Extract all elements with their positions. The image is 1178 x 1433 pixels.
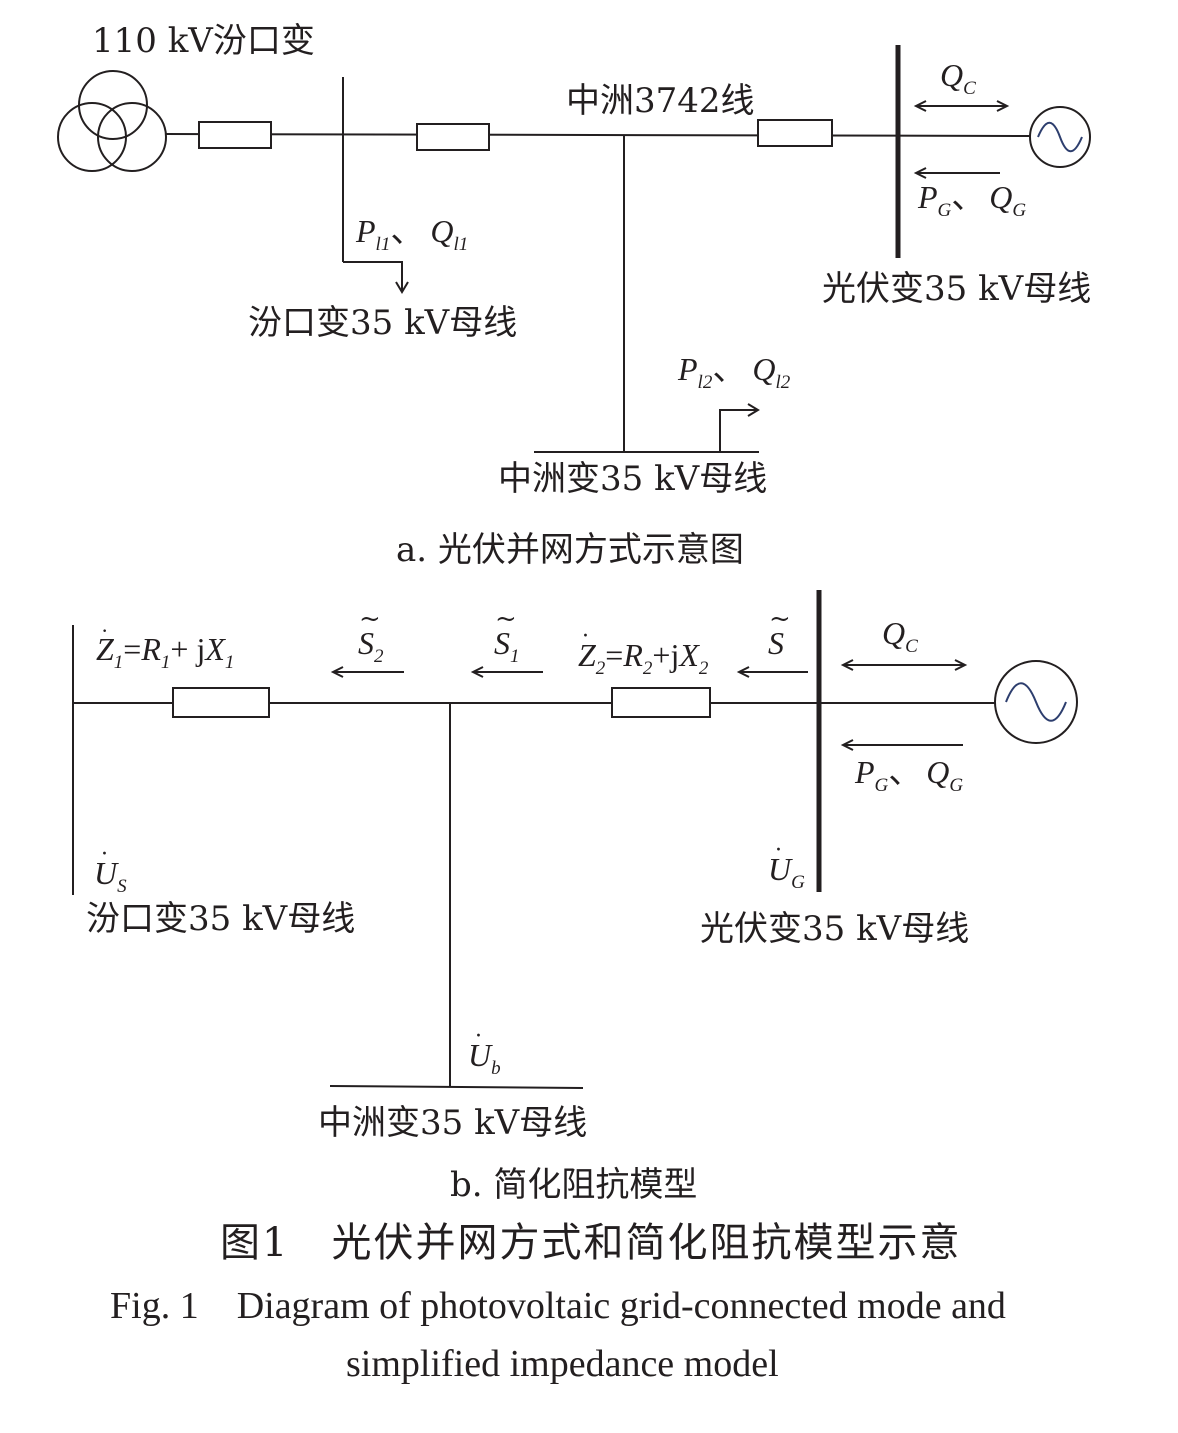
svg-text:Z1=R1+ jX1: Z1=R1+ jX1 xyxy=(96,631,234,673)
pv-bus-label-a: 光伏变35 kV母线 xyxy=(822,269,1091,309)
svg-text:UG: UG xyxy=(768,851,805,893)
z2-label: Z2=R2+jX2 xyxy=(578,637,709,679)
svg-text:S1: S1 xyxy=(494,625,520,667)
svg-text:~: ~ xyxy=(495,604,517,634)
s1-arrow-head xyxy=(470,666,484,678)
figure-title-en-line2: simplified impedance model xyxy=(346,1343,779,1385)
line-impedance-2 xyxy=(416,123,490,151)
svg-text:~: ~ xyxy=(359,604,381,634)
s2-arrow-head xyxy=(330,666,344,678)
svg-text:Ub: Ub xyxy=(468,1037,501,1079)
zhongzhou-bus-label-a: 中洲变35 kV母线 xyxy=(498,459,767,499)
diagram-a: 110 kV汾口变 Pl1、Ql1 汾口变35 kV母线 中洲3742线 Pl2… xyxy=(57,21,1091,570)
fenkou-bus-label-b: 汾口变35 kV母线 xyxy=(86,899,355,939)
load-2-label: Pl2、Ql2 xyxy=(677,351,791,393)
line-impedance-1 xyxy=(198,121,272,149)
impedance-z1 xyxy=(172,687,270,718)
svg-text:Pl2、Ql2: Pl2、Ql2 xyxy=(677,351,791,393)
load-1-label: Pl1、Ql1 xyxy=(355,213,468,255)
zhongzhou-bus-bar-b xyxy=(329,1085,584,1089)
qc-arrow-b-right-head xyxy=(954,659,968,671)
sine-wave-icon xyxy=(1037,121,1083,153)
pg-qg-label-a: PG、QG xyxy=(917,179,1026,221)
load-arrow-1 xyxy=(343,261,403,290)
qc-label-b: QC xyxy=(882,615,918,657)
zhongzhou-bus-label-b: 中洲变35 kV母线 xyxy=(318,1103,587,1143)
z1-label: Z1=R1+ jX1 xyxy=(96,631,234,673)
z1-dot: · xyxy=(101,618,108,643)
caption-a: a. 光伏并网方式示意图 xyxy=(396,530,744,570)
svg-text:S2: S2 xyxy=(358,625,384,667)
feeder-line-label: 中洲3742线 xyxy=(566,81,755,121)
transformer-label: 110 kV汾口变 xyxy=(92,21,315,61)
transformer-110kv-symbol xyxy=(57,70,167,172)
load-arrow-2-head xyxy=(747,403,760,417)
svg-text:QC: QC xyxy=(940,57,976,99)
pv-bus-label-b: 光伏变35 kV母线 xyxy=(700,909,969,949)
svg-text:S: S xyxy=(768,625,784,661)
s-arrow-head xyxy=(736,666,750,678)
us-label: US · xyxy=(94,842,127,897)
fenkou-bus-label-a: 汾口变35 kV母线 xyxy=(248,303,517,343)
ug-label: UG · xyxy=(768,838,805,893)
svg-text:·: · xyxy=(475,1024,482,1049)
ub-label: Ub · xyxy=(468,1024,501,1079)
svg-text:QC: QC xyxy=(882,615,918,657)
caption-b: b. 简化阻抗模型 xyxy=(450,1165,697,1205)
s-label: S ~ xyxy=(768,604,791,661)
line-impedance-3 xyxy=(757,119,833,147)
qc-arrow-b-left-head xyxy=(840,659,854,671)
figure-title-cn: 图1 光伏并网方式和简化阻抗模型示意 xyxy=(220,1220,961,1266)
svg-text:Z2=R2+jX2: Z2=R2+jX2 xyxy=(578,637,709,679)
main-feeder-line xyxy=(165,133,1031,137)
qc-arrow-right-head xyxy=(996,100,1010,112)
pg-qg-arrow-head xyxy=(913,167,927,179)
diagram-b: Z1=R1+ jX1 · S2 ~ S1 ~ Z2=R2+jX2 · S ~ xyxy=(72,590,1078,1205)
figure-title-en-line1: Fig. 1 Diagram of photovoltaic grid-conn… xyxy=(110,1285,1006,1327)
svg-text:Pl1、Ql1: Pl1、Ql1 xyxy=(355,213,468,255)
load-arrow-2 xyxy=(719,409,756,452)
z2-dot: · xyxy=(582,624,589,649)
pg-qg-label-b: PG、QG xyxy=(854,754,963,796)
impedance-z2 xyxy=(611,687,711,718)
pg-qg-arrow-b-head xyxy=(840,739,854,751)
qc-arrow-left-head xyxy=(913,100,927,112)
qc-label-a: QC xyxy=(940,57,976,99)
load-arrow-1-head xyxy=(395,281,409,294)
svg-text:·: · xyxy=(775,838,782,863)
svg-text:US: US xyxy=(94,855,127,897)
s2-label: S2 ~ xyxy=(358,604,384,667)
sine-wave-icon-b xyxy=(1005,682,1067,722)
svg-text:PG、QG: PG、QG xyxy=(854,754,963,796)
svg-text:·: · xyxy=(101,842,108,867)
svg-text:PG、QG: PG、QG xyxy=(917,179,1026,221)
pv-generator-icon xyxy=(1029,106,1091,168)
svg-text:~: ~ xyxy=(769,604,791,634)
pv-generator-icon-b xyxy=(994,660,1078,744)
s1-label: S1 ~ xyxy=(494,604,520,667)
